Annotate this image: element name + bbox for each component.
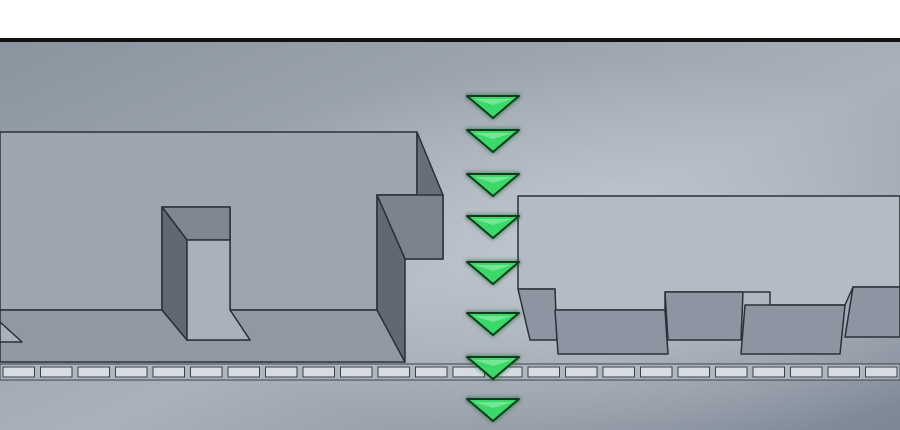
arrow-column (466, 95, 520, 422)
left-wedge (0, 321, 23, 343)
right-block-2 (554, 309, 669, 355)
down-arrow-icon (466, 215, 520, 239)
right-block-5 (844, 286, 900, 338)
down-arrow-icon (466, 356, 520, 380)
right-block-4 (740, 304, 846, 355)
down-arrow-highlight (474, 133, 512, 139)
rail-segment (265, 366, 298, 378)
down-arrow-icon (466, 173, 520, 197)
down-arrow-icon (466, 261, 520, 285)
rail-segment (715, 366, 748, 378)
rail-segment (2, 366, 35, 378)
down-arrow-icon (466, 95, 520, 119)
down-arrow-highlight (474, 360, 512, 366)
rail-segment (640, 366, 673, 378)
rail-segment (752, 366, 785, 378)
down-arrow-icon (466, 398, 520, 422)
left-floor-side (376, 194, 406, 363)
down-arrow-icon (466, 312, 520, 336)
pillar-front (186, 239, 251, 341)
rail-track (0, 363, 900, 381)
rail-segment (340, 366, 373, 378)
rail-segment (77, 366, 110, 378)
rail-segment (40, 366, 73, 378)
rail-segment (227, 366, 260, 378)
rail-segment (565, 366, 598, 378)
left-structure (0, 131, 444, 363)
down-arrow-highlight (474, 99, 512, 105)
down-arrow-highlight (474, 402, 512, 408)
rail-segment (415, 366, 448, 378)
rail-segment (865, 366, 898, 378)
rail-segment (677, 366, 710, 378)
down-arrow-highlight (474, 177, 512, 183)
rail-bed (0, 363, 900, 381)
rail-segment (152, 366, 185, 378)
rail-segment (302, 366, 335, 378)
rail-segment (115, 366, 148, 378)
down-arrow-highlight (474, 265, 512, 271)
rail-segment (827, 366, 860, 378)
down-arrow-highlight (474, 316, 512, 322)
rail-segment (190, 366, 223, 378)
rail-segment (527, 366, 560, 378)
right-block-3 (664, 291, 744, 341)
rail-segment (377, 366, 410, 378)
rail-segment (602, 366, 635, 378)
rail-segment (790, 366, 823, 378)
right-structure (517, 195, 900, 355)
down-arrow-icon (466, 129, 520, 153)
down-arrow-highlight (474, 219, 512, 225)
